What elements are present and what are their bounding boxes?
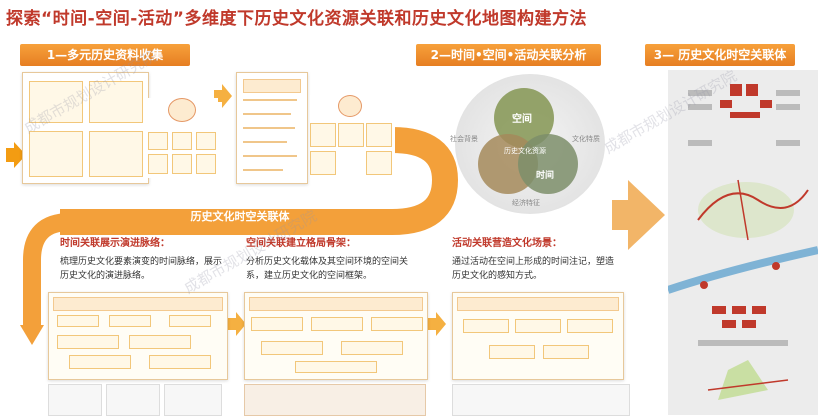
time-diagram bbox=[48, 292, 228, 380]
activity-diagram bbox=[452, 292, 624, 380]
map-layer-1 bbox=[688, 84, 800, 146]
section-activity: 活动关联营造文化场景： 通过活动在空间上形成的时间注记，塑造历史文化的感知方式。 bbox=[452, 234, 622, 283]
stage-2-header: 2—时间•空间•活动关联分析 bbox=[416, 44, 601, 66]
section-time-text: 梳理历史文化要素演变的时间脉络，展示历史文化的演进脉络。 bbox=[60, 257, 223, 281]
section-space: 空间关联建立格局骨架： 分析历史文化载体及其空间环境的空间关系，建立历史文化的空… bbox=[246, 234, 424, 283]
venn-right-label: 文化特质 bbox=[572, 135, 600, 143]
section-time-title: 时间关联展示演进脉络： bbox=[60, 238, 170, 249]
big-right-arrow-icon bbox=[612, 180, 665, 250]
venn-center-label: 历史文化资源 bbox=[504, 147, 546, 155]
venn-diagram: 空间 时间 社会背景 文化特质 经济特征 历史文化资源 bbox=[450, 74, 610, 214]
doc-flow-diagram bbox=[146, 98, 218, 178]
venn-top-label: 空间 bbox=[512, 114, 532, 125]
doc-thumbnail-1 bbox=[22, 72, 149, 184]
venn-bottom-label: 时间 bbox=[536, 171, 555, 181]
map-layer-2 bbox=[697, 179, 809, 241]
left-down-band bbox=[23, 213, 71, 330]
arrow-2-icon bbox=[428, 312, 446, 336]
section-time: 时间关联展示演进脉络： 梳理历史文化要素演变的时间脉络，展示历史文化的演进脉络。 bbox=[60, 234, 230, 283]
section-space-text: 分析历史文化载体及其空间环境的空间关系，建立历史文化的空间框架。 bbox=[246, 257, 409, 281]
doc-tree-diagram bbox=[310, 95, 395, 177]
band-label: 历史文化时空关联体 bbox=[190, 210, 290, 223]
u-turn-band bbox=[60, 127, 459, 235]
arrow-1-icon bbox=[228, 312, 246, 336]
entry-arrow-icon bbox=[6, 142, 26, 168]
section-space-title: 空间关联建立格局骨架： bbox=[246, 238, 356, 249]
venn-left-label: 社会背景 bbox=[450, 135, 478, 143]
venn-bottom-caption: 经济特征 bbox=[512, 199, 540, 207]
page-title: 探索“时间-空间-活动”多维度下历史文化资源关联和历史文化地图构建方法 bbox=[6, 9, 587, 29]
map-layer-5 bbox=[707, 360, 789, 400]
section-activity-title: 活动关联营造文化场景： bbox=[452, 238, 562, 249]
doc-thumbnail-2 bbox=[236, 72, 308, 184]
section-activity-text: 通过活动在空间上形成的时间注记，塑造历史文化的感知方式。 bbox=[452, 257, 615, 281]
stage-1-header: 1—多元历史资料收集 bbox=[20, 44, 190, 66]
bottom-thumbnails bbox=[48, 384, 630, 416]
map-layer-4 bbox=[698, 306, 788, 346]
time-space-map-graphic bbox=[668, 70, 818, 415]
space-diagram bbox=[244, 292, 428, 380]
map-layer-3 bbox=[668, 246, 818, 294]
stage-3-header: 3— 历史文化时空关联体 bbox=[645, 44, 795, 66]
arrow-3-icon bbox=[214, 84, 232, 108]
down-arrow-icon bbox=[20, 325, 44, 345]
